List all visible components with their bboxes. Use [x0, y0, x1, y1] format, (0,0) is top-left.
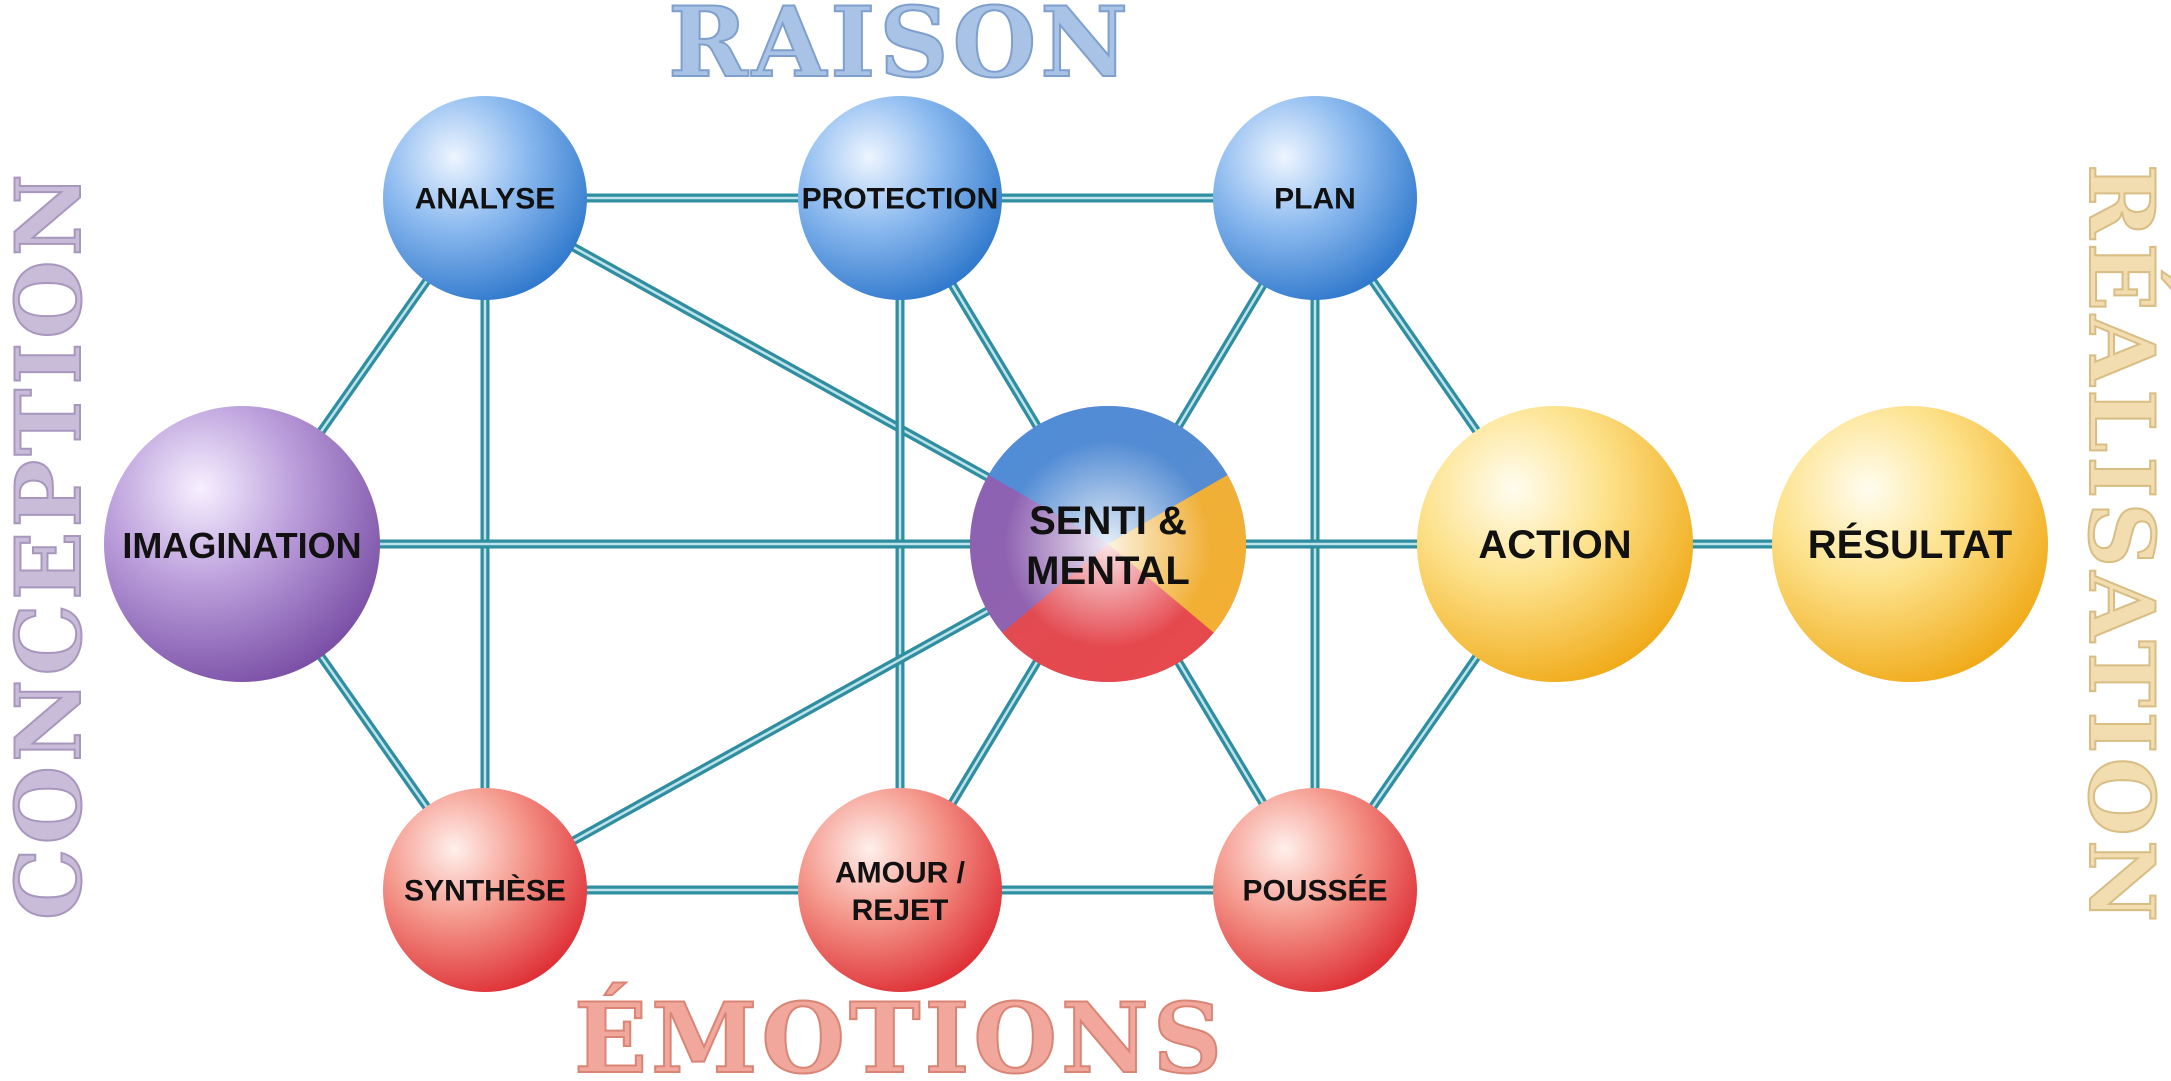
node-label2-amour: REJET	[852, 894, 949, 927]
node-protection: PROTECTION	[798, 96, 1002, 300]
node-label-poussee: POUSSÉE	[1242, 874, 1387, 908]
node-label-analyse: ANALYSE	[415, 183, 556, 216]
node-analyse: ANALYSE	[383, 96, 587, 300]
nodes: ANALYSE PROTECTION PLAN IMAGINATION SENTI & M…	[104, 96, 2048, 992]
node-poussee: POUSSÉE	[1213, 788, 1417, 992]
axis-label-emotions: ÉMOTIONS	[574, 982, 1226, 1081]
node-action: ACTION	[1417, 406, 1693, 682]
node-label2-senti: MENTAL	[1026, 549, 1190, 593]
node-label-synthese: SYNTHÈSE	[404, 874, 566, 908]
node-label-plan: PLAN	[1274, 183, 1356, 216]
axis-label-realisation: RÉALISATION	[2068, 164, 2171, 926]
axis-label-raison: RAISON	[668, 0, 1132, 99]
node-sphere-plan	[1213, 96, 1417, 300]
node-plan: PLAN	[1213, 96, 1417, 300]
node-sphere-resultat	[1772, 406, 2048, 682]
node-label-protection: PROTECTION	[802, 183, 999, 216]
node-label-amour: AMOUR /	[835, 857, 966, 890]
node-sphere-amour	[798, 788, 1002, 992]
node-imagination: IMAGINATION	[104, 406, 380, 682]
center-glow	[1004, 440, 1212, 648]
node-label-imagination: IMAGINATION	[122, 525, 361, 566]
node-sphere-poussee	[1213, 788, 1417, 992]
node-label-senti: SENTI &	[1029, 499, 1187, 543]
node-label-resultat: RÉSULTAT	[1808, 522, 2012, 567]
node-sphere-action	[1417, 406, 1693, 682]
node-resultat: RÉSULTAT	[1772, 406, 2048, 682]
node-sphere-protection	[798, 96, 1002, 300]
node-sphere-imagination	[104, 406, 380, 682]
node-synthese: SYNTHÈSE	[383, 788, 587, 992]
node-label-action: ACTION	[1478, 523, 1631, 567]
node-senti: SENTI & MENTAL	[970, 406, 1247, 682]
node-amour: AMOUR / REJET	[798, 788, 1002, 992]
node-sphere-analyse	[383, 96, 587, 300]
node-sphere-synthese	[383, 788, 587, 992]
axis-label-conception: CONCEPTION	[0, 170, 102, 920]
